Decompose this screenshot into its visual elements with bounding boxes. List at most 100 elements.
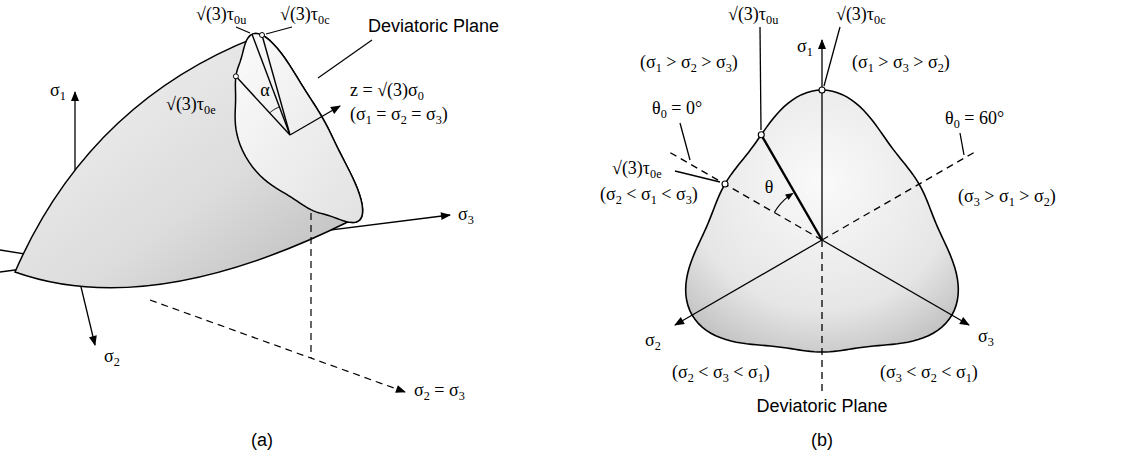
meridian-label: √(3)τ0c (836, 4, 886, 25)
sector-label: (σ2 < σ1 < σ3) (600, 184, 698, 205)
axis-arrow (821, 40, 822, 240)
subscript: 0 (418, 89, 424, 103)
meridian-point (260, 33, 265, 38)
text-run: (σ (958, 186, 974, 206)
text-run: ) (944, 52, 950, 72)
angle-label: α (260, 80, 269, 101)
subscript: 0c (874, 13, 886, 27)
subscript: 2 (1044, 195, 1050, 209)
subscript: 1 (758, 371, 764, 385)
subscript: 1 (651, 193, 657, 207)
subscript: 2 (931, 371, 937, 385)
text-run: ) (442, 104, 448, 124)
line-label: σ2 = σ3 (414, 380, 465, 401)
subscript: 3 (974, 195, 980, 209)
subscript: 1 (1009, 195, 1015, 209)
text-run: √(3)τ (280, 4, 318, 24)
meridian-label: √(3)τ0e (612, 158, 662, 179)
subscript: 3 (459, 389, 465, 403)
subscript: 0 (661, 107, 667, 121)
text-run: z = √(3)σ (350, 80, 418, 100)
dashed-axis (821, 240, 822, 392)
axis-label: σ1 (797, 36, 813, 57)
text-run: > σ (1015, 186, 1044, 206)
angle-label: θ (765, 177, 774, 198)
leader-line (680, 123, 690, 160)
text-run: = 60° (960, 108, 1004, 128)
sector-label: (σ2 < σ3 < σ1) (672, 362, 770, 383)
text-run: √(3)τ (196, 4, 234, 24)
subscript: 2 (655, 339, 661, 353)
leader-line (760, 27, 761, 130)
text-run: ) (732, 52, 738, 72)
meridian-label: √(3)τ0u (196, 4, 246, 25)
surface-details (233, 33, 340, 136)
axis-label: σ3 (458, 204, 474, 225)
subscript: 1 (966, 371, 972, 385)
text-run: ) (764, 362, 770, 382)
subscript: 2 (424, 389, 430, 403)
angle-arc (270, 107, 280, 113)
text-run: α (260, 80, 269, 100)
subscript: 2 (691, 61, 697, 75)
text-run: > σ (980, 186, 1009, 206)
text-run: < σ (729, 362, 758, 382)
text-run: (σ (640, 52, 656, 72)
text-run: σ (645, 330, 655, 350)
text-run: (σ (672, 362, 688, 382)
axis-label: σ1 (50, 80, 66, 101)
subscript: 3 (726, 61, 732, 75)
text-run: √(3)τ (728, 4, 766, 24)
subscript: 2 (938, 61, 944, 75)
subscript: 1 (807, 45, 813, 59)
text-run: (σ (350, 104, 366, 124)
text-run: √(3)τ (166, 94, 204, 114)
angle-label: θ0 = 60° (945, 108, 1004, 129)
subscript: 0e (650, 167, 662, 181)
deviatoric-cap (235, 33, 363, 222)
axis-label: σ2 (645, 330, 661, 351)
axes-b (670, 27, 974, 392)
hydrostatic-axis (290, 106, 340, 135)
text-run: σ (104, 346, 114, 366)
panel-label: (a) (251, 430, 273, 451)
text-run: = σ (372, 104, 401, 124)
subscript: 3 (903, 61, 909, 75)
meridian-point (722, 181, 728, 187)
meridian-label: √(3)τ0u (728, 4, 778, 25)
subscript: 2 (114, 355, 120, 369)
axis-label: σ2 (104, 346, 120, 367)
dashed-axis (670, 153, 822, 241)
text-run: Deviatoric Plane (756, 396, 887, 416)
leader-line (960, 133, 964, 155)
text-run: θ (652, 98, 661, 118)
text-run: > σ (874, 52, 903, 72)
text-run: (σ (600, 184, 616, 204)
text-run: = σ (430, 380, 459, 400)
angle-label: θ0 = 0° (652, 98, 702, 119)
meridian-point (758, 132, 764, 138)
meridian-label: √(3)τ0e (166, 94, 216, 115)
subscript: 1 (656, 61, 662, 75)
text-run: √(3)τ (612, 158, 650, 178)
subscript: 3 (686, 193, 692, 207)
radius-line (761, 135, 822, 240)
meridian-point (233, 74, 238, 79)
subscript: 0e (204, 103, 216, 117)
plane-label: Deviatoric Plane (368, 16, 499, 37)
axis-arrow (675, 240, 822, 325)
meridian-label: √(3)τ0c (280, 4, 330, 25)
dashed-axis (822, 153, 974, 241)
dashed-projection (150, 300, 405, 392)
text-run: σ (50, 80, 60, 100)
condition-label: (σ1 = σ2 = σ3) (350, 104, 448, 125)
sector-label: (σ3 > σ1 > σ2) (958, 186, 1056, 207)
text-run: < σ (622, 184, 651, 204)
axis-arrow (822, 240, 969, 325)
text-run: σ (797, 36, 807, 56)
subscript: 3 (468, 213, 474, 227)
subscript: 1 (366, 113, 372, 127)
subscript: 0c (318, 13, 330, 27)
